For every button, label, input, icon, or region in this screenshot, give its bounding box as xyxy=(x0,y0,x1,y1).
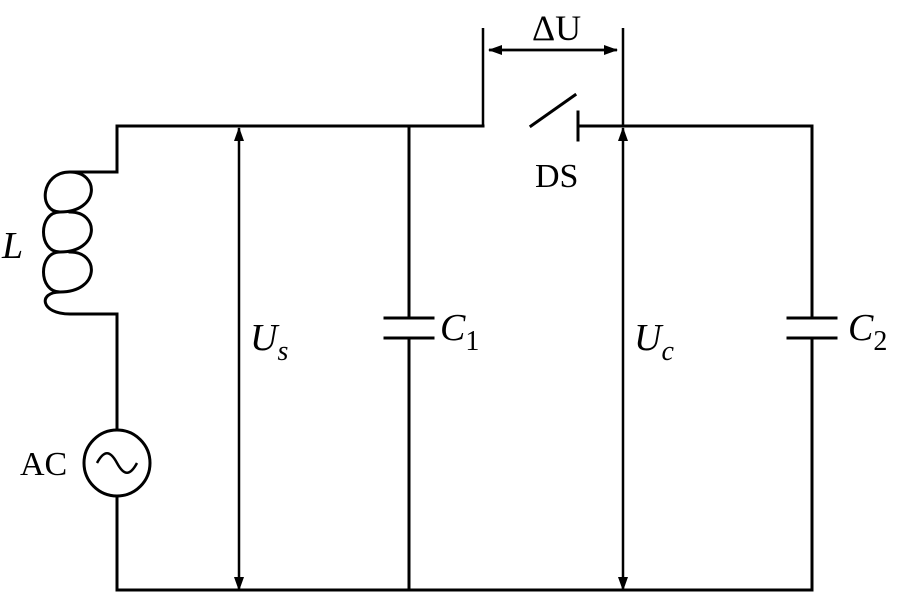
ac-source-icon xyxy=(82,428,152,498)
inductor-label: L xyxy=(1,225,23,267)
switch-icon xyxy=(528,92,580,142)
c1-label: C1 xyxy=(440,307,479,357)
switch-label: DS xyxy=(535,158,578,195)
delta-u-label: ΔU xyxy=(532,8,581,48)
capacitor-c2-icon xyxy=(786,316,838,340)
top-wire-left xyxy=(115,124,485,174)
c2-label: C2 xyxy=(848,307,887,357)
delta-u-indicator xyxy=(481,28,625,126)
ac-source-label: AC xyxy=(20,446,67,483)
us-label: Us xyxy=(250,317,288,367)
top-wire-right xyxy=(576,124,814,320)
uc-label: Uc xyxy=(634,317,674,367)
capacitor-c1-icon xyxy=(383,316,435,340)
inductor-coil-icon xyxy=(42,170,119,432)
bottom-wire xyxy=(115,336,814,592)
